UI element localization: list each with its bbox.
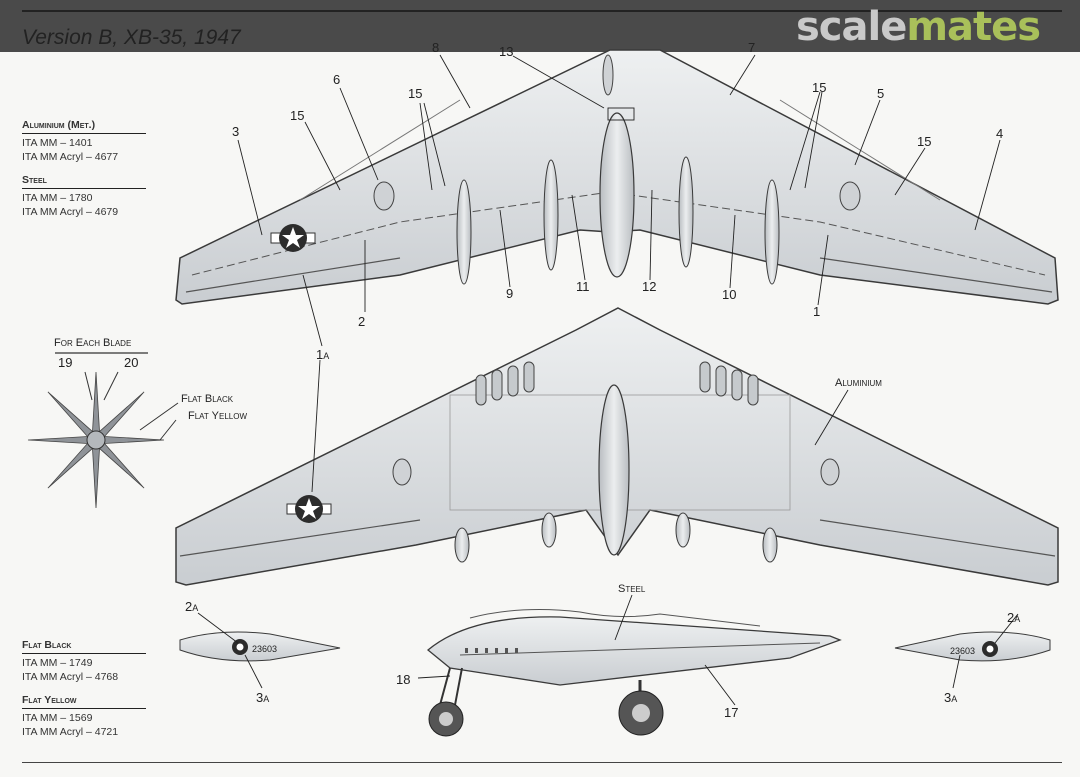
propeller-detail — [27, 371, 165, 509]
serial-number-left: 23603 — [252, 644, 277, 654]
callout-2a-left: 2A — [185, 599, 198, 614]
pod-view-right: 23603 — [894, 631, 1051, 662]
label-flat-yellow: Flat Yellow — [188, 410, 247, 422]
propeller-heading: For Each Blade — [54, 337, 131, 349]
callout-8: 8 — [432, 40, 439, 55]
legend-line: ITA MM – 1569 — [22, 712, 93, 724]
callout-2a-right: 2A — [1007, 610, 1020, 625]
callout-20: 20 — [124, 355, 138, 370]
callout-1a: 1A — [316, 347, 329, 362]
callout-6: 6 — [333, 72, 340, 87]
legend-heading-aluminium: Aluminium (Met.) — [22, 118, 146, 134]
page-title: Version B, XB-35, 1947 — [22, 26, 241, 49]
legend-heading-flat-black: Flat Black — [22, 638, 146, 654]
callout-17: 17 — [724, 705, 738, 720]
label-aluminium: Aluminium — [835, 377, 882, 389]
callout-15: 15 — [812, 80, 826, 95]
label-steel: Steel — [618, 583, 646, 595]
legend-heading-flat-yellow: Flat Yellow — [22, 693, 146, 709]
header-bar — [0, 0, 1080, 52]
color-legend-bottom: Flat Black ITA MM – 1749 ITA MM Acryl – … — [22, 638, 146, 739]
legend-line: ITA MM – 1749 — [22, 657, 93, 669]
star-insignia-top — [270, 224, 316, 252]
star-insignia-bottom — [286, 495, 332, 523]
callout-15: 15 — [290, 108, 304, 123]
legend-line: ITA MM – 1401 — [22, 137, 93, 149]
callout-1: 1 — [813, 304, 820, 319]
callout-12: 12 — [642, 279, 656, 294]
callout-18: 18 — [396, 672, 410, 687]
callout-10: 10 — [722, 287, 736, 302]
leader-lines — [197, 54, 1019, 706]
callout-13: 13 — [499, 44, 513, 59]
callout-15: 15 — [917, 134, 931, 149]
callout-4: 4 — [996, 126, 1003, 141]
callout-15: 15 — [408, 86, 422, 101]
callout-labels: 3 6 15 15 8 13 7 15 5 15 4 2 9 11 12 10 … — [54, 40, 1020, 720]
callout-9: 9 — [506, 286, 513, 301]
title-rule — [22, 10, 1062, 12]
side-view — [426, 609, 842, 737]
legend-line: ITA MM – 1780 — [22, 192, 93, 204]
legend-line: ITA MM Acryl – 4768 — [22, 671, 119, 683]
callout-3a-right: 3A — [944, 690, 957, 705]
legend-line: ITA MM Acryl – 4679 — [22, 206, 119, 218]
color-legend-top: Aluminium (Met.) ITA MM – 1401 ITA MM Ac… — [22, 118, 146, 219]
legend-line: ITA MM Acryl – 4677 — [22, 151, 119, 163]
brand-logo[interactable]: scalemates — [796, 4, 1041, 50]
bottom-view — [175, 307, 1059, 586]
callout-7: 7 — [748, 40, 755, 55]
callout-2: 2 — [358, 314, 365, 329]
callout-5: 5 — [877, 86, 884, 101]
callout-19: 19 — [58, 355, 72, 370]
callout-11: 11 — [576, 279, 590, 294]
label-flat-black: Flat Black — [181, 393, 234, 405]
pod-view-left: 23603 — [179, 631, 341, 662]
serial-number-right: 23603 — [950, 646, 975, 656]
legend-line: ITA MM Acryl – 4721 — [22, 726, 119, 738]
bottom-rule — [22, 762, 1062, 763]
legend-heading-steel: Steel — [22, 173, 146, 189]
callout-3a-left: 3A — [256, 690, 269, 705]
callout-3: 3 — [232, 124, 239, 139]
top-view — [175, 49, 1059, 305]
